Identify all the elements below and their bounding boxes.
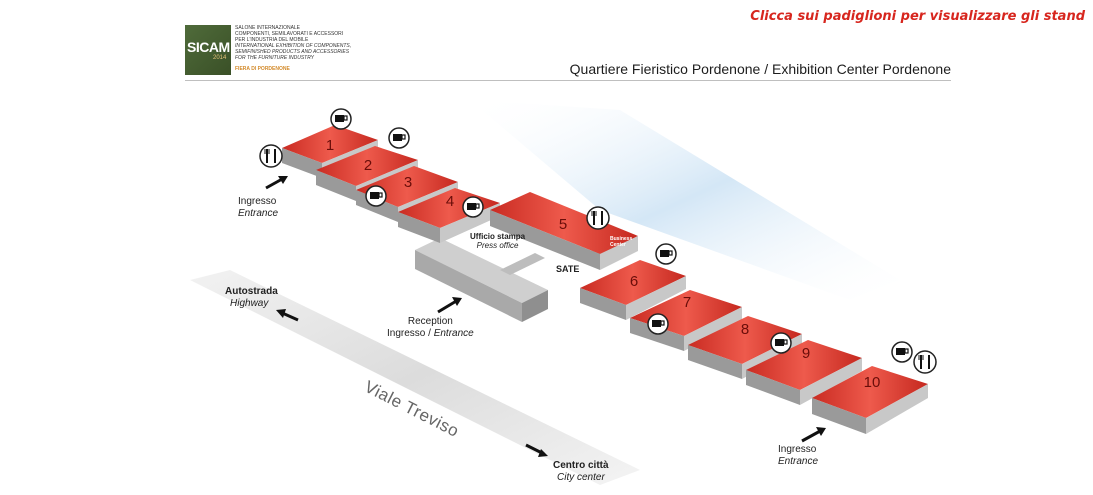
reception-corridor	[500, 253, 545, 275]
label-ingresso-top: Ingresso Entrance	[238, 196, 278, 220]
label-sate: SATE	[556, 264, 580, 274]
label-ingresso: Ingresso	[387, 328, 426, 339]
label-en: Press office	[476, 241, 519, 250]
logo-line: SEMIFINISHED PRODUCTS AND ACCESSORIES	[235, 49, 350, 55]
arrow-icon	[437, 297, 462, 314]
pavilion-number-2: 2	[364, 157, 372, 174]
coffee-icon	[655, 243, 677, 265]
logo-line: FOR THE FURNITURE INDUSTRY	[235, 55, 314, 61]
reception-building[interactable]	[415, 238, 548, 322]
label-business-center: Business Center	[610, 236, 632, 248]
logo-description: SALONE INTERNAZIONALE COMPONENTI, SEMILA…	[235, 25, 351, 61]
coffee-icon	[388, 127, 410, 149]
logo-badge: SICAM 2014	[185, 25, 231, 75]
label-en: City center	[557, 472, 605, 483]
pavilion-6[interactable]	[580, 260, 686, 320]
pavilion-number-1: 1	[326, 137, 334, 154]
logo-year: 2014	[213, 55, 227, 61]
restaurant-icon	[586, 206, 610, 230]
pavilion-9[interactable]	[746, 340, 862, 405]
label-separator: /	[425, 328, 434, 339]
label-en: Highway	[230, 298, 269, 309]
pavilion-5[interactable]	[490, 192, 638, 270]
logo-line: PER L'INDUSTRIA DEL MOBILE	[235, 37, 309, 43]
logo-line: INTERNATIONAL EXHIBITION OF COMPONENTS,	[235, 43, 352, 49]
sicam-logo: SICAM 2014 SALONE INTERNAZIONALE COMPONE…	[185, 25, 355, 75]
label-ufficio-stampa: Ufficio stampa Press office	[470, 232, 525, 250]
arrow-icon	[276, 309, 299, 322]
pavilion-number-7: 7	[683, 294, 691, 311]
coffee-icon	[770, 332, 792, 354]
label-it: Business	[610, 236, 633, 242]
pavilion-number-5: 5	[559, 216, 567, 233]
label-it: Autostrada	[225, 286, 278, 297]
pavilion-number-4: 4	[446, 193, 454, 210]
coffee-icon	[330, 108, 352, 130]
pavilion-number-6: 6	[630, 273, 638, 290]
label-en: Center	[610, 242, 626, 248]
label-centro-citta: Centro città City center	[553, 460, 609, 484]
label-reception: Reception Ingresso / Entrance	[387, 316, 474, 340]
restaurant-icon	[913, 350, 937, 374]
label-it: Centro città	[553, 460, 609, 471]
arrow-icon	[265, 176, 288, 190]
coffee-icon	[365, 185, 387, 207]
pavilion-number-9: 9	[802, 345, 810, 362]
page-subtitle: Quartiere Fieristico Pordenone / Exhibit…	[569, 61, 951, 77]
pavilion-10[interactable]	[812, 366, 928, 434]
background-glow	[470, 100, 900, 300]
label-ingresso-bottom: Ingresso Entrance	[778, 444, 818, 468]
pavilion-number-3: 3	[404, 174, 412, 191]
restaurant-icon	[259, 144, 283, 168]
coffee-icon	[462, 196, 484, 218]
arrow-icon	[525, 443, 548, 457]
viale-treviso-road	[190, 270, 640, 485]
header-divider	[185, 80, 951, 81]
label-it: Ufficio stampa	[470, 232, 526, 241]
arrow-icon	[801, 427, 826, 443]
label-en: Entrance	[433, 328, 474, 339]
label-it: Ingresso	[238, 196, 277, 207]
logo-fiera: FIERA DI PORDENONE	[235, 66, 290, 72]
coffee-icon	[647, 313, 669, 335]
coffee-icon	[891, 341, 913, 363]
label-en: Entrance	[238, 208, 279, 219]
label-autostrada: Autostrada Highway	[225, 286, 278, 310]
label-en: Entrance	[778, 456, 819, 467]
label-reception-it: Reception	[407, 316, 453, 327]
pavilion-number-10: 10	[864, 374, 881, 391]
pavilion-number-8: 8	[741, 321, 749, 338]
logo-line: SALONE INTERNAZIONALE	[235, 25, 301, 31]
logo-line: COMPONENTI, SEMILAVORATI E ACCESSORI	[235, 31, 344, 37]
logo-name: SICAM	[187, 39, 230, 55]
label-it: Ingresso	[778, 444, 817, 455]
instruction-text: Clicca sui padiglioni per visualizzare g…	[750, 9, 1085, 24]
